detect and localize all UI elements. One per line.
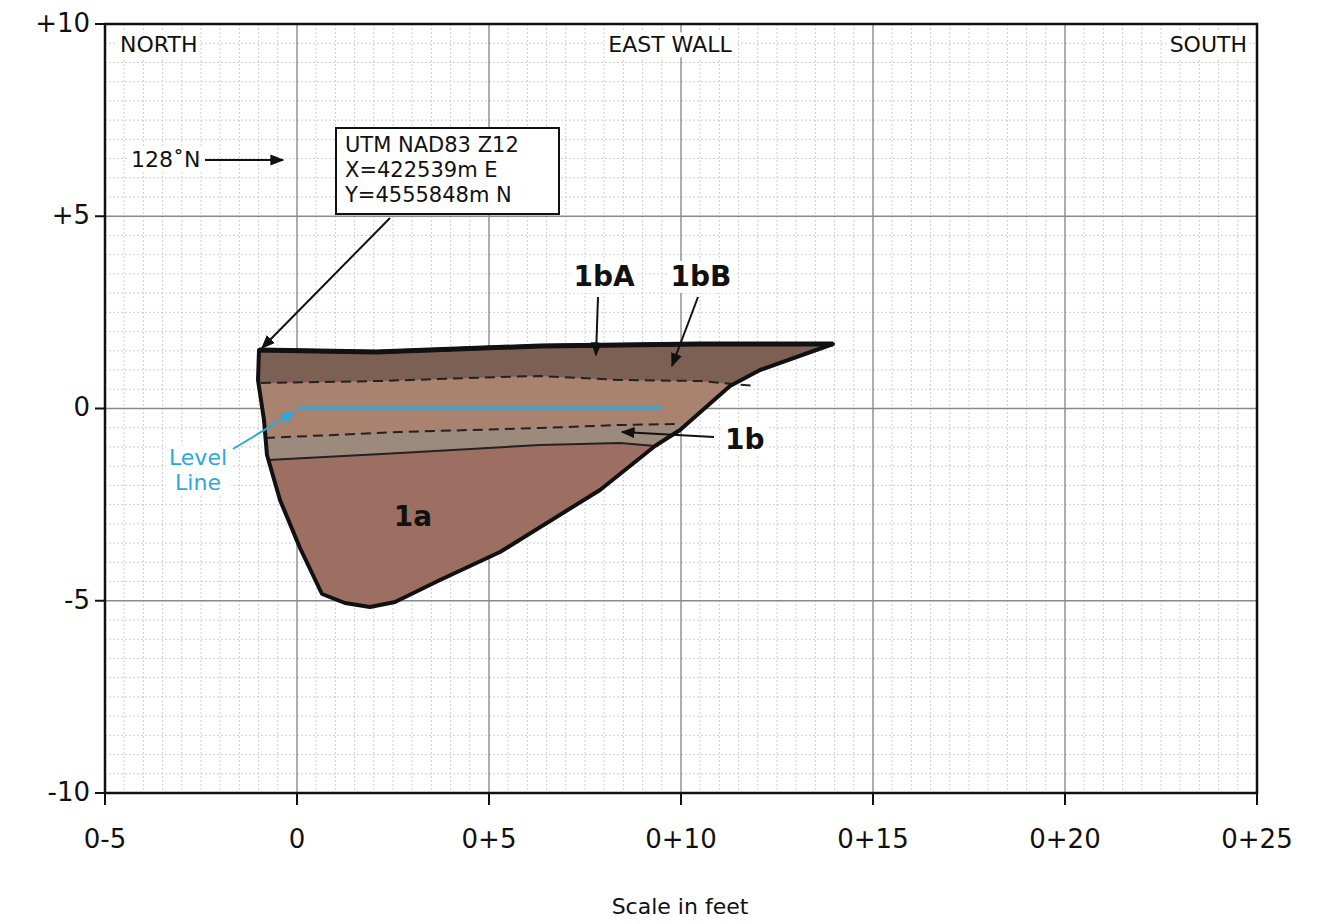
axis-tick bbox=[95, 792, 105, 794]
leader-arrow bbox=[672, 297, 698, 366]
leader-arrow bbox=[233, 412, 294, 449]
axis-tick-label: +5 bbox=[52, 201, 90, 231]
ground-surface bbox=[259, 344, 833, 352]
unit-label: 1bB bbox=[668, 261, 735, 293]
wall-name: EAST WALL bbox=[605, 32, 734, 57]
leader-arrow bbox=[622, 432, 714, 437]
axis-tick-label: 0+25 bbox=[1221, 825, 1292, 855]
minor-grid bbox=[105, 24, 1257, 793]
axis-tick bbox=[95, 600, 105, 602]
axis-tick bbox=[95, 23, 105, 25]
axis-tick-label: -5 bbox=[64, 586, 90, 616]
axis-tick bbox=[95, 408, 105, 410]
major-grid bbox=[105, 24, 1257, 793]
axis-tick bbox=[1064, 793, 1066, 805]
major-grid-line bbox=[105, 600, 1257, 601]
unit-1b-fill bbox=[240, 330, 900, 461]
unit-1bA-fill bbox=[240, 330, 900, 386]
axis-tick-label: 0 bbox=[289, 825, 306, 855]
axis-tick bbox=[104, 793, 106, 805]
axis-title: Scale in feet bbox=[612, 894, 749, 919]
leader-arrow bbox=[596, 297, 598, 355]
wall-end-label: NORTH bbox=[117, 32, 200, 57]
plot-ground bbox=[105, 24, 1257, 793]
axis-tick-label: 0+5 bbox=[462, 825, 517, 855]
bearing-label: 128˚N bbox=[128, 147, 203, 172]
axis-tick-label: 0-5 bbox=[84, 825, 126, 855]
contact-dashed bbox=[265, 424, 675, 438]
plot-frame bbox=[105, 24, 1257, 793]
axis-tick-label: 0+20 bbox=[1029, 825, 1100, 855]
level-line-label: Level Line bbox=[166, 445, 230, 496]
unit-label: 1b bbox=[722, 424, 768, 456]
contact-solid bbox=[268, 443, 655, 460]
axis-tick bbox=[872, 793, 874, 805]
wall-outline bbox=[258, 344, 833, 607]
unit-label: 1a bbox=[394, 501, 432, 533]
wall-end-label: SOUTH bbox=[1167, 32, 1250, 57]
axis-tick bbox=[680, 793, 682, 805]
axis-tick-label: -10 bbox=[48, 778, 90, 808]
unit-1bB-fill bbox=[240, 330, 900, 439]
axis-tick-label: 0+10 bbox=[645, 825, 716, 855]
axis-tick-label: 0+15 bbox=[837, 825, 908, 855]
bearing-arrow bbox=[205, 159, 283, 161]
axis-tick-label: 0 bbox=[73, 393, 90, 423]
axis-tick bbox=[296, 793, 298, 805]
major-grid-line bbox=[105, 216, 1257, 217]
unit-label: 1bA bbox=[570, 261, 637, 293]
axis-tick-label: +10 bbox=[35, 9, 90, 39]
coordinate-box: UTM NAD83 Z12 X=422539m E Y=4555848m N bbox=[335, 127, 560, 215]
leader-arrow bbox=[262, 218, 390, 348]
axis-tick bbox=[95, 215, 105, 217]
stratigraphy-fill bbox=[240, 330, 900, 607]
axis-tick bbox=[488, 793, 490, 805]
axis-ticks bbox=[95, 24, 1257, 805]
contact-dashed bbox=[261, 376, 755, 386]
coordinate-text: UTM NAD83 Z12 X=422539m E Y=4555848m N bbox=[337, 129, 558, 213]
axis-tick bbox=[1256, 793, 1258, 805]
level-line bbox=[297, 407, 662, 410]
